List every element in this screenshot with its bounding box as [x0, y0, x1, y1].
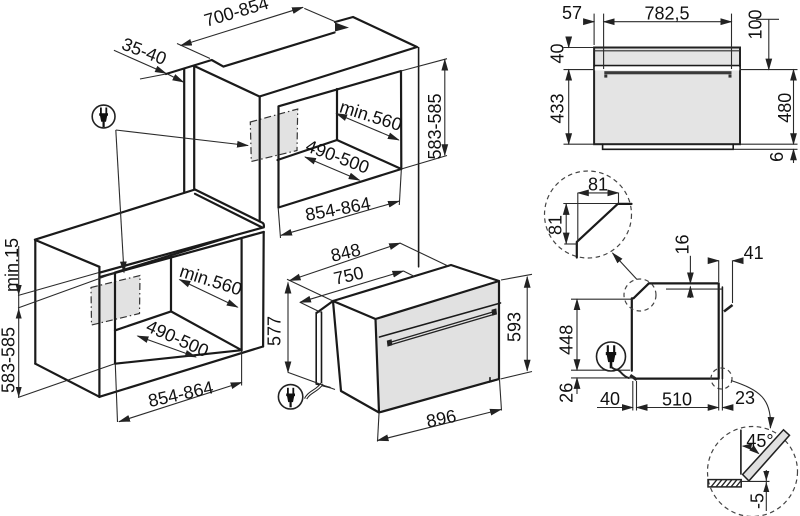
svg-text:510: 510 — [662, 390, 692, 410]
svg-text:16: 16 — [673, 234, 693, 254]
svg-text:23: 23 — [735, 388, 755, 408]
svg-text:40: 40 — [600, 389, 620, 409]
svg-text:782,5: 782,5 — [644, 4, 689, 24]
svg-text:81: 81 — [588, 175, 608, 195]
svg-text:57: 57 — [562, 3, 582, 23]
svg-text:min.15: min.15 — [2, 238, 22, 292]
svg-text:448: 448 — [557, 325, 577, 355]
svg-text:81: 81 — [546, 215, 566, 235]
svg-text:6: 6 — [767, 152, 787, 162]
svg-text:593: 593 — [505, 312, 525, 342]
svg-text:583-585: 583-585 — [0, 327, 19, 393]
svg-text:100: 100 — [746, 9, 766, 39]
svg-text:480: 480 — [775, 93, 795, 123]
svg-text:41: 41 — [744, 243, 764, 263]
svg-text:45°: 45° — [746, 431, 773, 451]
svg-text:26: 26 — [557, 383, 577, 403]
svg-text:433: 433 — [548, 93, 568, 123]
svg-text:583-585: 583-585 — [425, 93, 445, 159]
svg-text:-5: -5 — [748, 493, 768, 509]
svg-text:577: 577 — [265, 316, 285, 346]
svg-text:40: 40 — [548, 43, 568, 63]
